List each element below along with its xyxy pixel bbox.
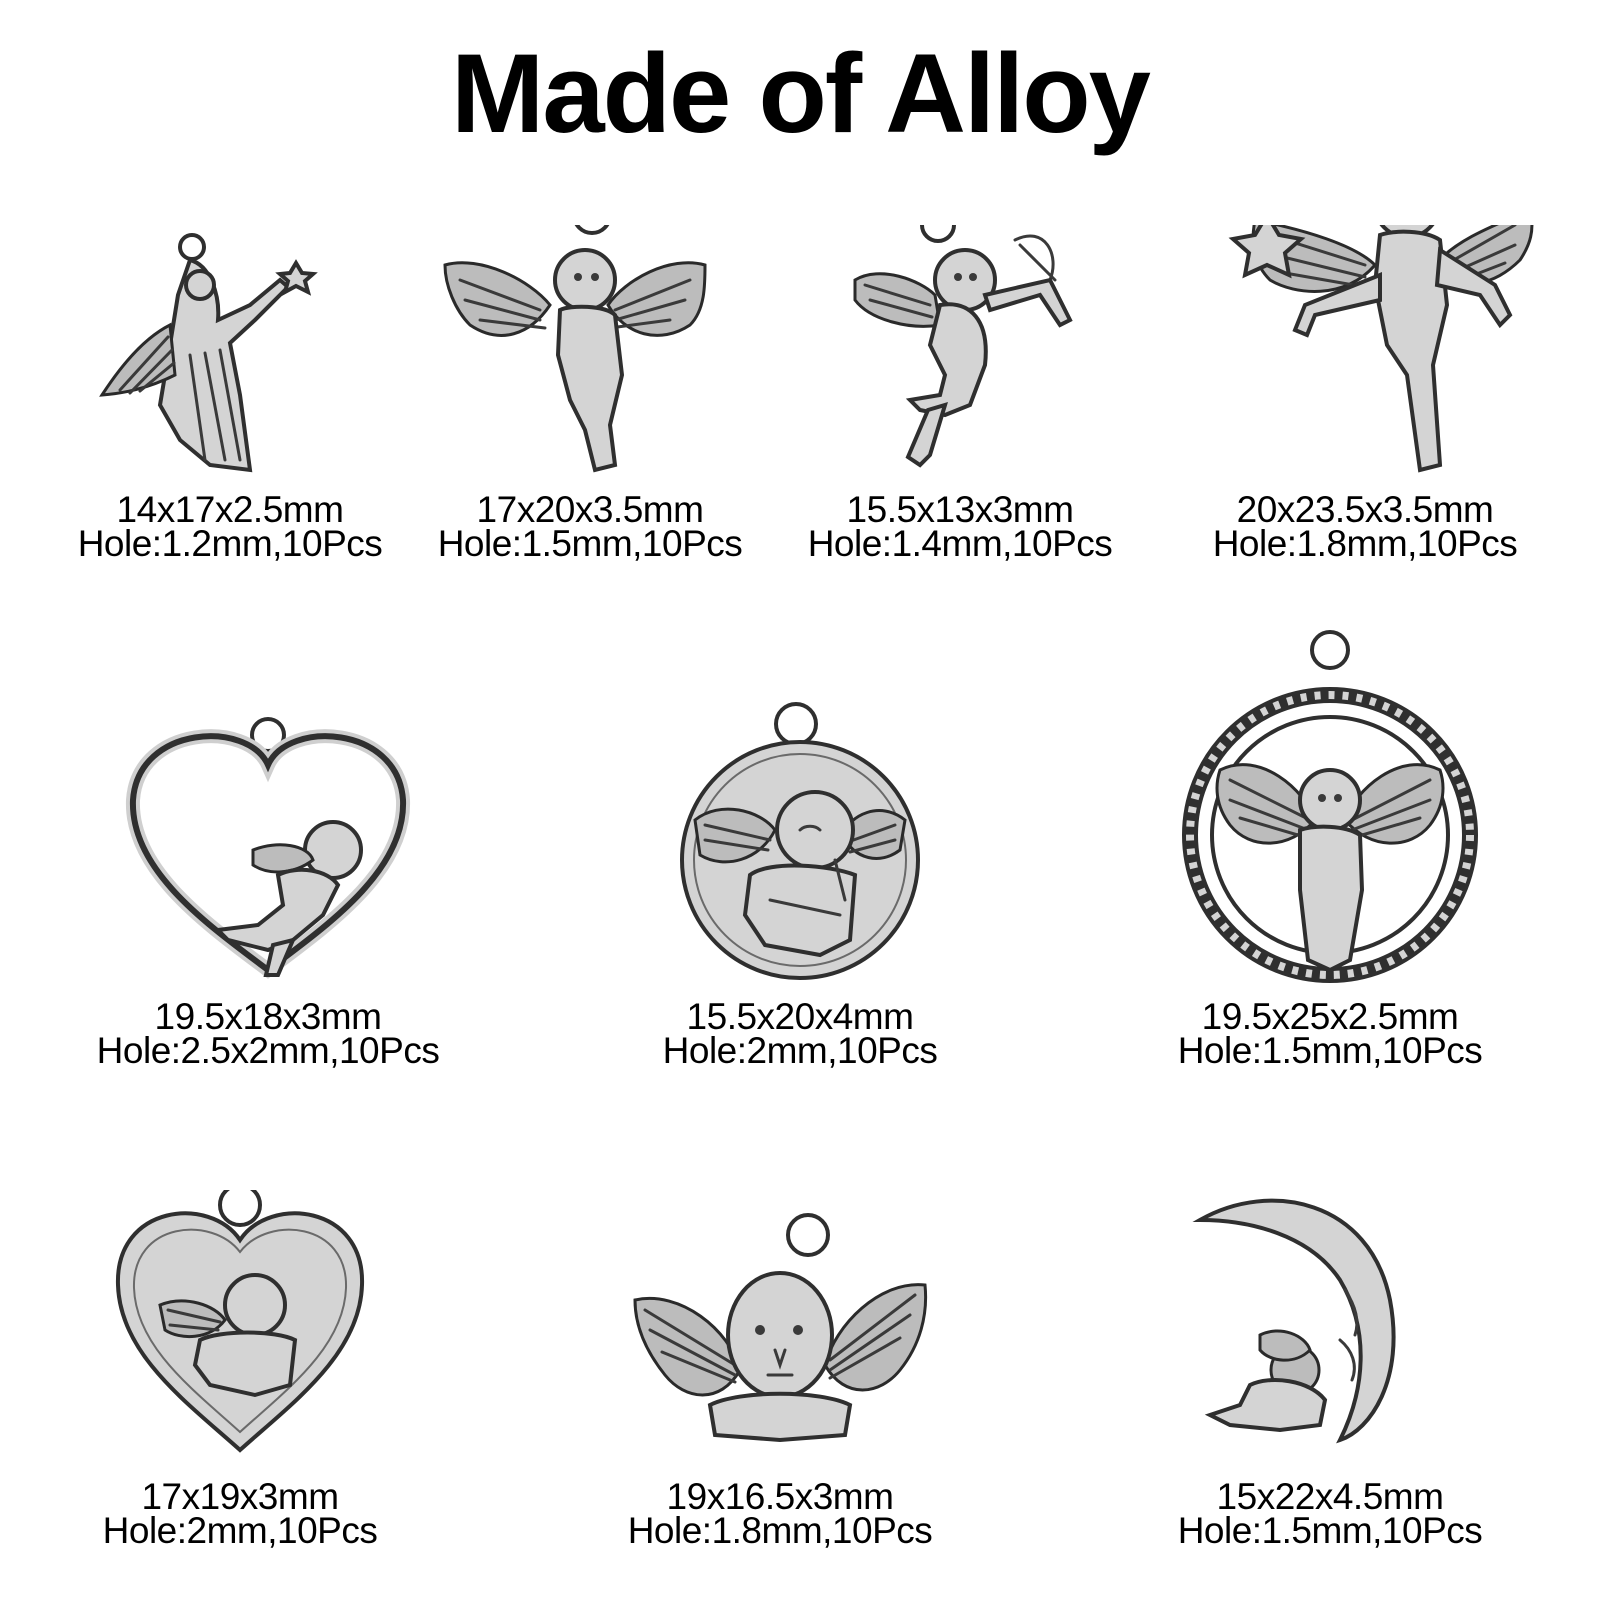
- charm-dimensions: 15.5x13x3mm: [846, 489, 1074, 530]
- charm-dimensions: 19.5x18x3mm: [154, 996, 382, 1037]
- charm-hole-size: Hole:1.2mm,10Pcs: [77, 523, 383, 564]
- charm-dimensions: 19.5x25x2.5mm: [1201, 996, 1459, 1037]
- charm-hole-size: Hole:1.8mm,10Pcs: [1212, 523, 1518, 564]
- charm-hole-size: Hole:2.5x2mm,10Pcs: [96, 1030, 440, 1071]
- charm-hole-size: Hole:1.5mm,10Pcs: [1177, 1510, 1483, 1551]
- cherub-head-wings-icon: [633, 1213, 928, 1443]
- charm-dimensions: 15.5x20x4mm: [686, 996, 914, 1037]
- charm-hole-size: Hole:1.5mm,10Pcs: [437, 523, 743, 564]
- open-heart-cherub-icon: [125, 717, 411, 979]
- charm-dimensions: 19x16.5x3mm: [666, 1476, 894, 1517]
- wreath-ring-cherub-icon: [1182, 630, 1478, 983]
- charm-hole-size: Hole:2mm,10Pcs: [662, 1030, 938, 1071]
- page-title: Made of Alloy: [451, 31, 1151, 156]
- charm-hole-size: Hole:2mm,10Pcs: [102, 1510, 378, 1551]
- winged-cherub-icon: [443, 225, 707, 473]
- cupid-with-bow-icon: [853, 225, 1073, 468]
- charm-hole-size: Hole:1.5mm,10Pcs: [1177, 1030, 1483, 1071]
- charm-hole-size: Hole:1.4mm,10Pcs: [807, 523, 1113, 564]
- charm-dimensions: 17x20x3.5mm: [476, 489, 704, 530]
- moon-cherub-icon: [1192, 1198, 1396, 1444]
- angel-with-star-icon: [99, 233, 318, 473]
- heart-cherub-medallion-icon: [115, 1190, 365, 1453]
- charm-dimensions: 20x23.5x3.5mm: [1236, 489, 1494, 530]
- charm-hole-size: Hole:1.8mm,10Pcs: [627, 1510, 933, 1551]
- round-cherub-medallion-icon: [680, 702, 920, 980]
- charm-dimensions: 15x22x4.5mm: [1216, 1476, 1444, 1517]
- charm-dimensions: 14x17x2.5mm: [116, 489, 344, 530]
- cherub-with-star-icon: [1228, 225, 1534, 473]
- charm-dimensions: 17x19x3mm: [141, 1476, 339, 1517]
